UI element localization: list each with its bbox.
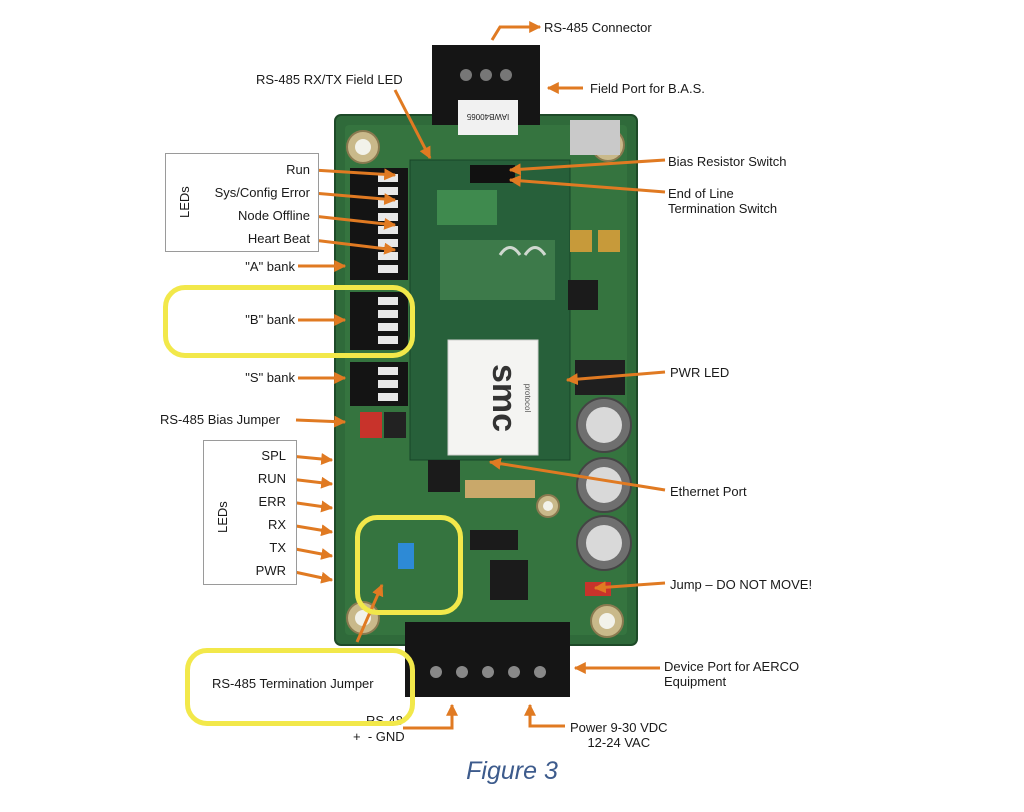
- label-rs485-connector: RS-485 Connector: [544, 20, 652, 35]
- label-field-led: RS-485 RX/TX Field LED: [256, 72, 403, 87]
- label-pwr-led: PWR LED: [670, 365, 730, 380]
- bias-switch-block: [470, 165, 515, 183]
- label-ethernet: Ethernet Port: [670, 484, 747, 499]
- label-power: Power 9-30 VDC 12-24 VAC: [570, 720, 668, 750]
- termination-jumper-part: [398, 543, 414, 569]
- led-group-top-box: [165, 153, 319, 252]
- leader-arrows: [295, 21, 666, 730]
- led-group-bottom-box: [203, 440, 297, 585]
- dip-switch-s-bank: [350, 362, 408, 406]
- led-item-node-offline: Node Offline: [237, 208, 310, 223]
- label-a-bank: "A" bank: [245, 259, 295, 274]
- label-b-bank: "B" bank: [245, 312, 295, 327]
- led-item-tx: TX: [269, 540, 286, 555]
- capacitors: [576, 397, 632, 571]
- led-item-sys-config-error: Sys/Config Error: [214, 185, 310, 200]
- label-gnd: + - GND: [353, 729, 405, 744]
- highlight-termination-jumper: [355, 515, 463, 615]
- led-item-rx: RX: [267, 517, 286, 532]
- label-term-jumper: RS-485 Termination Jumper: [212, 676, 374, 691]
- radio-module: [440, 240, 555, 300]
- label-bias-jumper: RS-485 Bias Jumper: [160, 412, 280, 427]
- led-item-run-2: RUN: [257, 471, 286, 486]
- led-item-err: ERR: [258, 494, 286, 509]
- figure-caption: Figure 3: [466, 757, 558, 785]
- led-item-pwr: PWR: [255, 563, 286, 578]
- led-arrows-bottom: [289, 453, 334, 584]
- svg-text:IAWB40065: IAWB40065: [466, 112, 509, 121]
- label-bias-switch: Bias Resistor Switch: [668, 154, 787, 169]
- led-group-top-title: LEDs: [177, 186, 192, 218]
- led-item-run: Run: [286, 162, 310, 177]
- label-eol-switch: End of Line Termination Switch: [668, 186, 778, 216]
- highlight-term-jumper-label: [185, 648, 415, 726]
- highlight-b-bank: [163, 285, 415, 358]
- label-device-port: Device Port for AERCO Equipment: [664, 659, 800, 689]
- smc-chip-brand: smc: [485, 364, 523, 432]
- antenna-trace: [498, 246, 547, 256]
- rs485-top-connector: IAWB40065: [432, 45, 540, 135]
- smc-chip: [447, 339, 539, 456]
- bias-jumper-part: [360, 412, 382, 438]
- smc-chip-sub: protocol: [523, 384, 532, 413]
- label-field-port: Field Port for B.A.S.: [590, 81, 705, 96]
- label-s-bank: "S" bank: [245, 370, 295, 385]
- label-jump: Jump – DO NOT MOVE!: [670, 577, 813, 592]
- led-item-heart-beat: Heart Beat: [247, 231, 310, 246]
- led-item-spl: SPL: [261, 448, 286, 463]
- device-port-connector: [405, 622, 570, 697]
- led-group-bottom-title: LEDs: [215, 501, 230, 533]
- green-pad: [437, 190, 497, 225]
